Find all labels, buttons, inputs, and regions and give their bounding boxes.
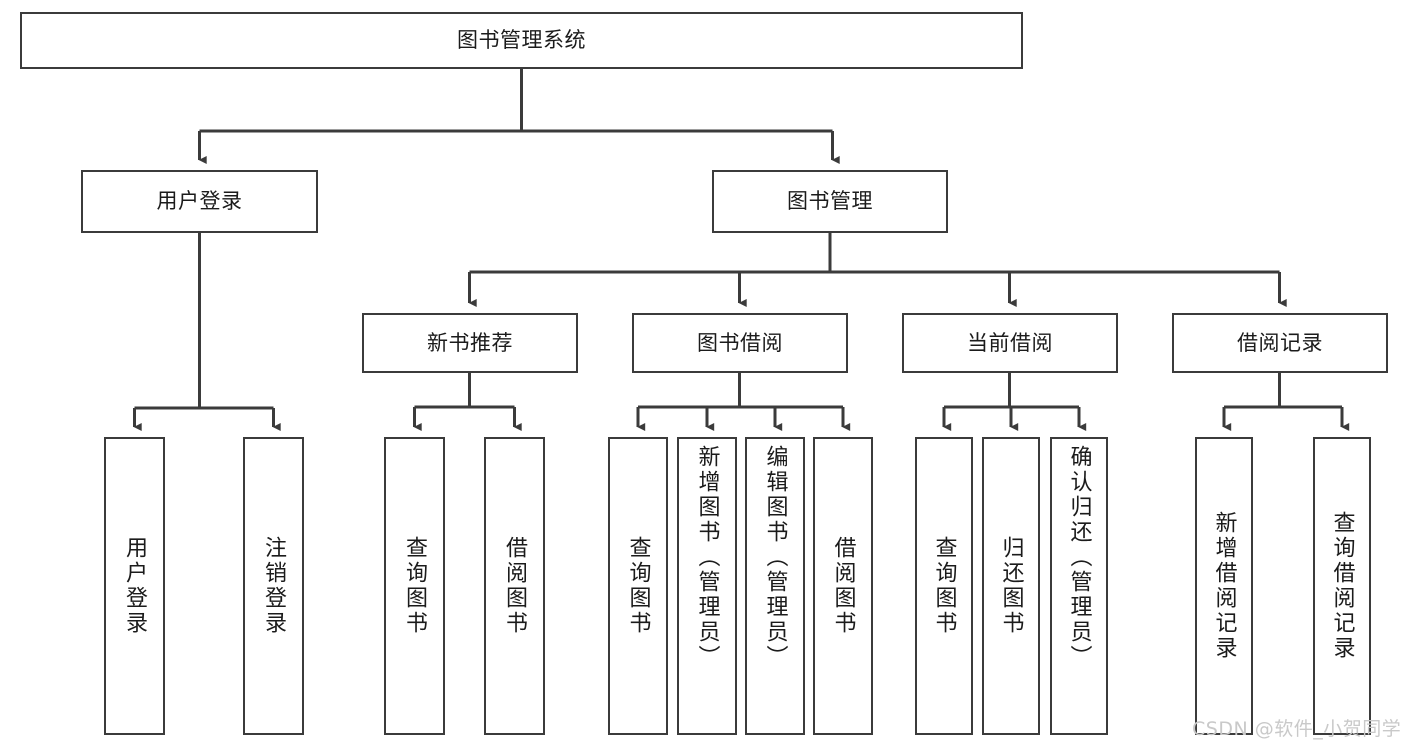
leaf-confirm-return-admin[interactable]: 确认归还（管理员） bbox=[1050, 437, 1108, 735]
leaf-return-book-label: 归还图书 bbox=[998, 536, 1024, 636]
leaf-add-book-admin-label: 新增图书（管理员） bbox=[694, 445, 720, 670]
node-root[interactable]: 图书管理系统 bbox=[20, 12, 1023, 69]
leaf-add-book-admin[interactable]: 新增图书（管理员） bbox=[677, 437, 737, 735]
node-book-management-label: 图书管理 bbox=[787, 189, 873, 214]
node-book-management[interactable]: 图书管理 bbox=[712, 170, 948, 233]
node-book-borrow-label: 图书借阅 bbox=[697, 330, 783, 355]
leaf-confirm-return-admin-label: 确认归还（管理员） bbox=[1066, 445, 1092, 670]
leaf-query-book-borrow[interactable]: 查询图书 bbox=[608, 437, 668, 735]
leaf-edit-book-admin[interactable]: 编辑图书（管理员） bbox=[745, 437, 805, 735]
leaf-query-borrow-record-label: 查询借阅记录 bbox=[1329, 511, 1355, 661]
leaf-user-logout-label: 注销登录 bbox=[261, 536, 287, 636]
leaf-borrow-book[interactable]: 借阅图书 bbox=[813, 437, 873, 735]
leaf-query-book-recommend[interactable]: 查询图书 bbox=[384, 437, 445, 735]
leaf-query-book-recommend-label: 查询图书 bbox=[402, 536, 428, 636]
node-current-borrow-label: 当前借阅 bbox=[967, 330, 1053, 355]
leaf-borrow-book-label: 借阅图书 bbox=[830, 536, 856, 636]
leaf-user-login[interactable]: 用户登录 bbox=[104, 437, 165, 735]
leaf-return-book[interactable]: 归还图书 bbox=[982, 437, 1040, 735]
leaf-edit-book-admin-label: 编辑图书（管理员） bbox=[762, 445, 788, 670]
node-user-login[interactable]: 用户登录 bbox=[81, 170, 318, 233]
node-root-label: 图书管理系统 bbox=[457, 28, 586, 53]
node-borrow-record[interactable]: 借阅记录 bbox=[1172, 313, 1388, 373]
leaf-borrow-book-recommend[interactable]: 借阅图书 bbox=[484, 437, 545, 735]
leaf-add-borrow-record-label: 新增借阅记录 bbox=[1211, 511, 1237, 661]
node-new-book-recommend[interactable]: 新书推荐 bbox=[362, 313, 578, 373]
leaf-query-book-current-label: 查询图书 bbox=[931, 536, 957, 636]
node-new-book-recommend-label: 新书推荐 bbox=[427, 330, 513, 355]
node-book-borrow[interactable]: 图书借阅 bbox=[632, 313, 848, 373]
leaf-query-book-borrow-label: 查询图书 bbox=[625, 536, 651, 636]
leaf-user-login-label: 用户登录 bbox=[122, 536, 148, 636]
watermark: CSDN @软件_小贺同学 bbox=[1192, 718, 1402, 740]
leaf-query-book-current[interactable]: 查询图书 bbox=[915, 437, 973, 735]
leaf-query-borrow-record[interactable]: 查询借阅记录 bbox=[1313, 437, 1371, 735]
leaf-add-borrow-record[interactable]: 新增借阅记录 bbox=[1195, 437, 1253, 735]
node-borrow-record-label: 借阅记录 bbox=[1237, 330, 1323, 355]
node-user-login-label: 用户登录 bbox=[156, 189, 243, 214]
leaf-user-logout[interactable]: 注销登录 bbox=[243, 437, 304, 735]
leaf-borrow-book-recommend-label: 借阅图书 bbox=[502, 536, 528, 636]
node-current-borrow[interactable]: 当前借阅 bbox=[902, 313, 1118, 373]
